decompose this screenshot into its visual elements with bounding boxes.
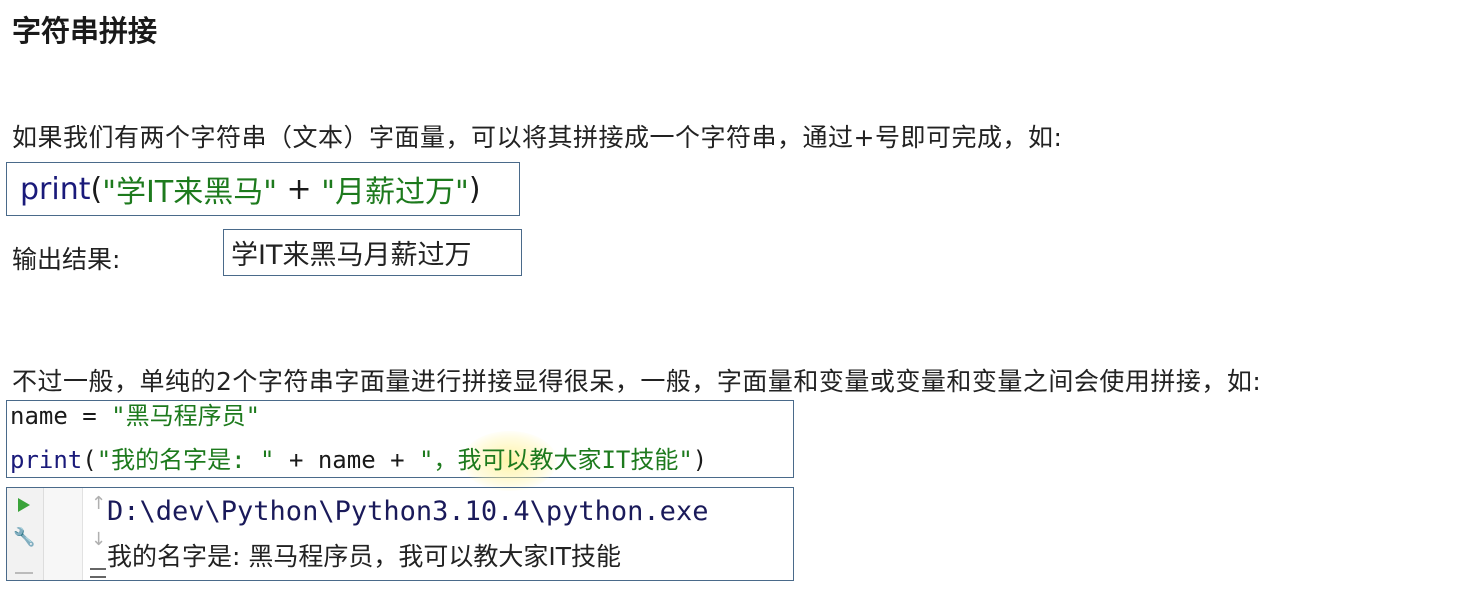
console-toolbar-right: ↑ ↓ bbox=[44, 488, 106, 580]
print-keyword: print bbox=[20, 171, 91, 207]
string-literal-2: "月薪过万" bbox=[321, 175, 469, 210]
divider-icon bbox=[15, 572, 33, 574]
code-example-2: name = "黑马程序员" print("我的名字是: " + name + … bbox=[6, 399, 794, 491]
string-literal-1: "学IT来黑马" bbox=[102, 175, 277, 210]
open-paren: ( bbox=[90, 171, 103, 207]
output-result-1: 学IT来黑马月薪过万 bbox=[223, 229, 522, 276]
lines-icon[interactable] bbox=[90, 568, 106, 578]
close-paren-2: ) bbox=[692, 446, 708, 474]
code-line-2: print("我的名字是: " + name + "，我可以教大家IT技能") bbox=[10, 443, 707, 477]
string-literal-4: "，我可以教大家IT技能" bbox=[419, 446, 693, 474]
intro-paragraph: 如果我们有两个字符串（文本）字面量，可以将其拼接成一个字符串，通过+号即可完成，… bbox=[12, 123, 1063, 152]
down-arrow-icon[interactable]: ↓ bbox=[91, 529, 107, 550]
run-console: 🔧 ↑ ↓ D:\dev\Python\Python3.10.4\python.… bbox=[6, 487, 794, 581]
page-title: 字符串拼接 bbox=[12, 14, 158, 48]
console-output: 我的名字是: 黑马程序员，我可以教大家IT技能 bbox=[107, 542, 622, 571]
var-assignment: name = bbox=[10, 402, 112, 430]
up-arrow-icon[interactable]: ↑ bbox=[91, 493, 107, 514]
code-example-1: print("学IT来黑马" + "月薪过万") bbox=[6, 162, 520, 216]
name-string: "黑马程序员" bbox=[111, 402, 261, 430]
plus-operator: + bbox=[277, 171, 322, 207]
run-icon[interactable] bbox=[18, 498, 30, 512]
code-line-1: name = "黑马程序员" bbox=[10, 399, 260, 433]
open-paren-2: ( bbox=[82, 446, 97, 474]
concat-expression: + name + bbox=[274, 446, 419, 474]
second-paragraph: 不过一般，单纯的2个字符串字面量进行拼接显得很呆，一般，字面量和变量或变量和变量… bbox=[12, 367, 1262, 396]
wrench-icon[interactable]: 🔧 bbox=[13, 527, 36, 548]
close-paren: ) bbox=[468, 171, 481, 207]
console-toolbar-left: 🔧 bbox=[7, 488, 44, 580]
string-literal-3: "我的名字是: " bbox=[96, 446, 275, 474]
print-keyword-2: print bbox=[10, 446, 83, 474]
output-label: 输出结果: bbox=[12, 245, 121, 274]
python-exe-path: D:\dev\Python\Python3.10.4\python.exe bbox=[107, 496, 709, 527]
